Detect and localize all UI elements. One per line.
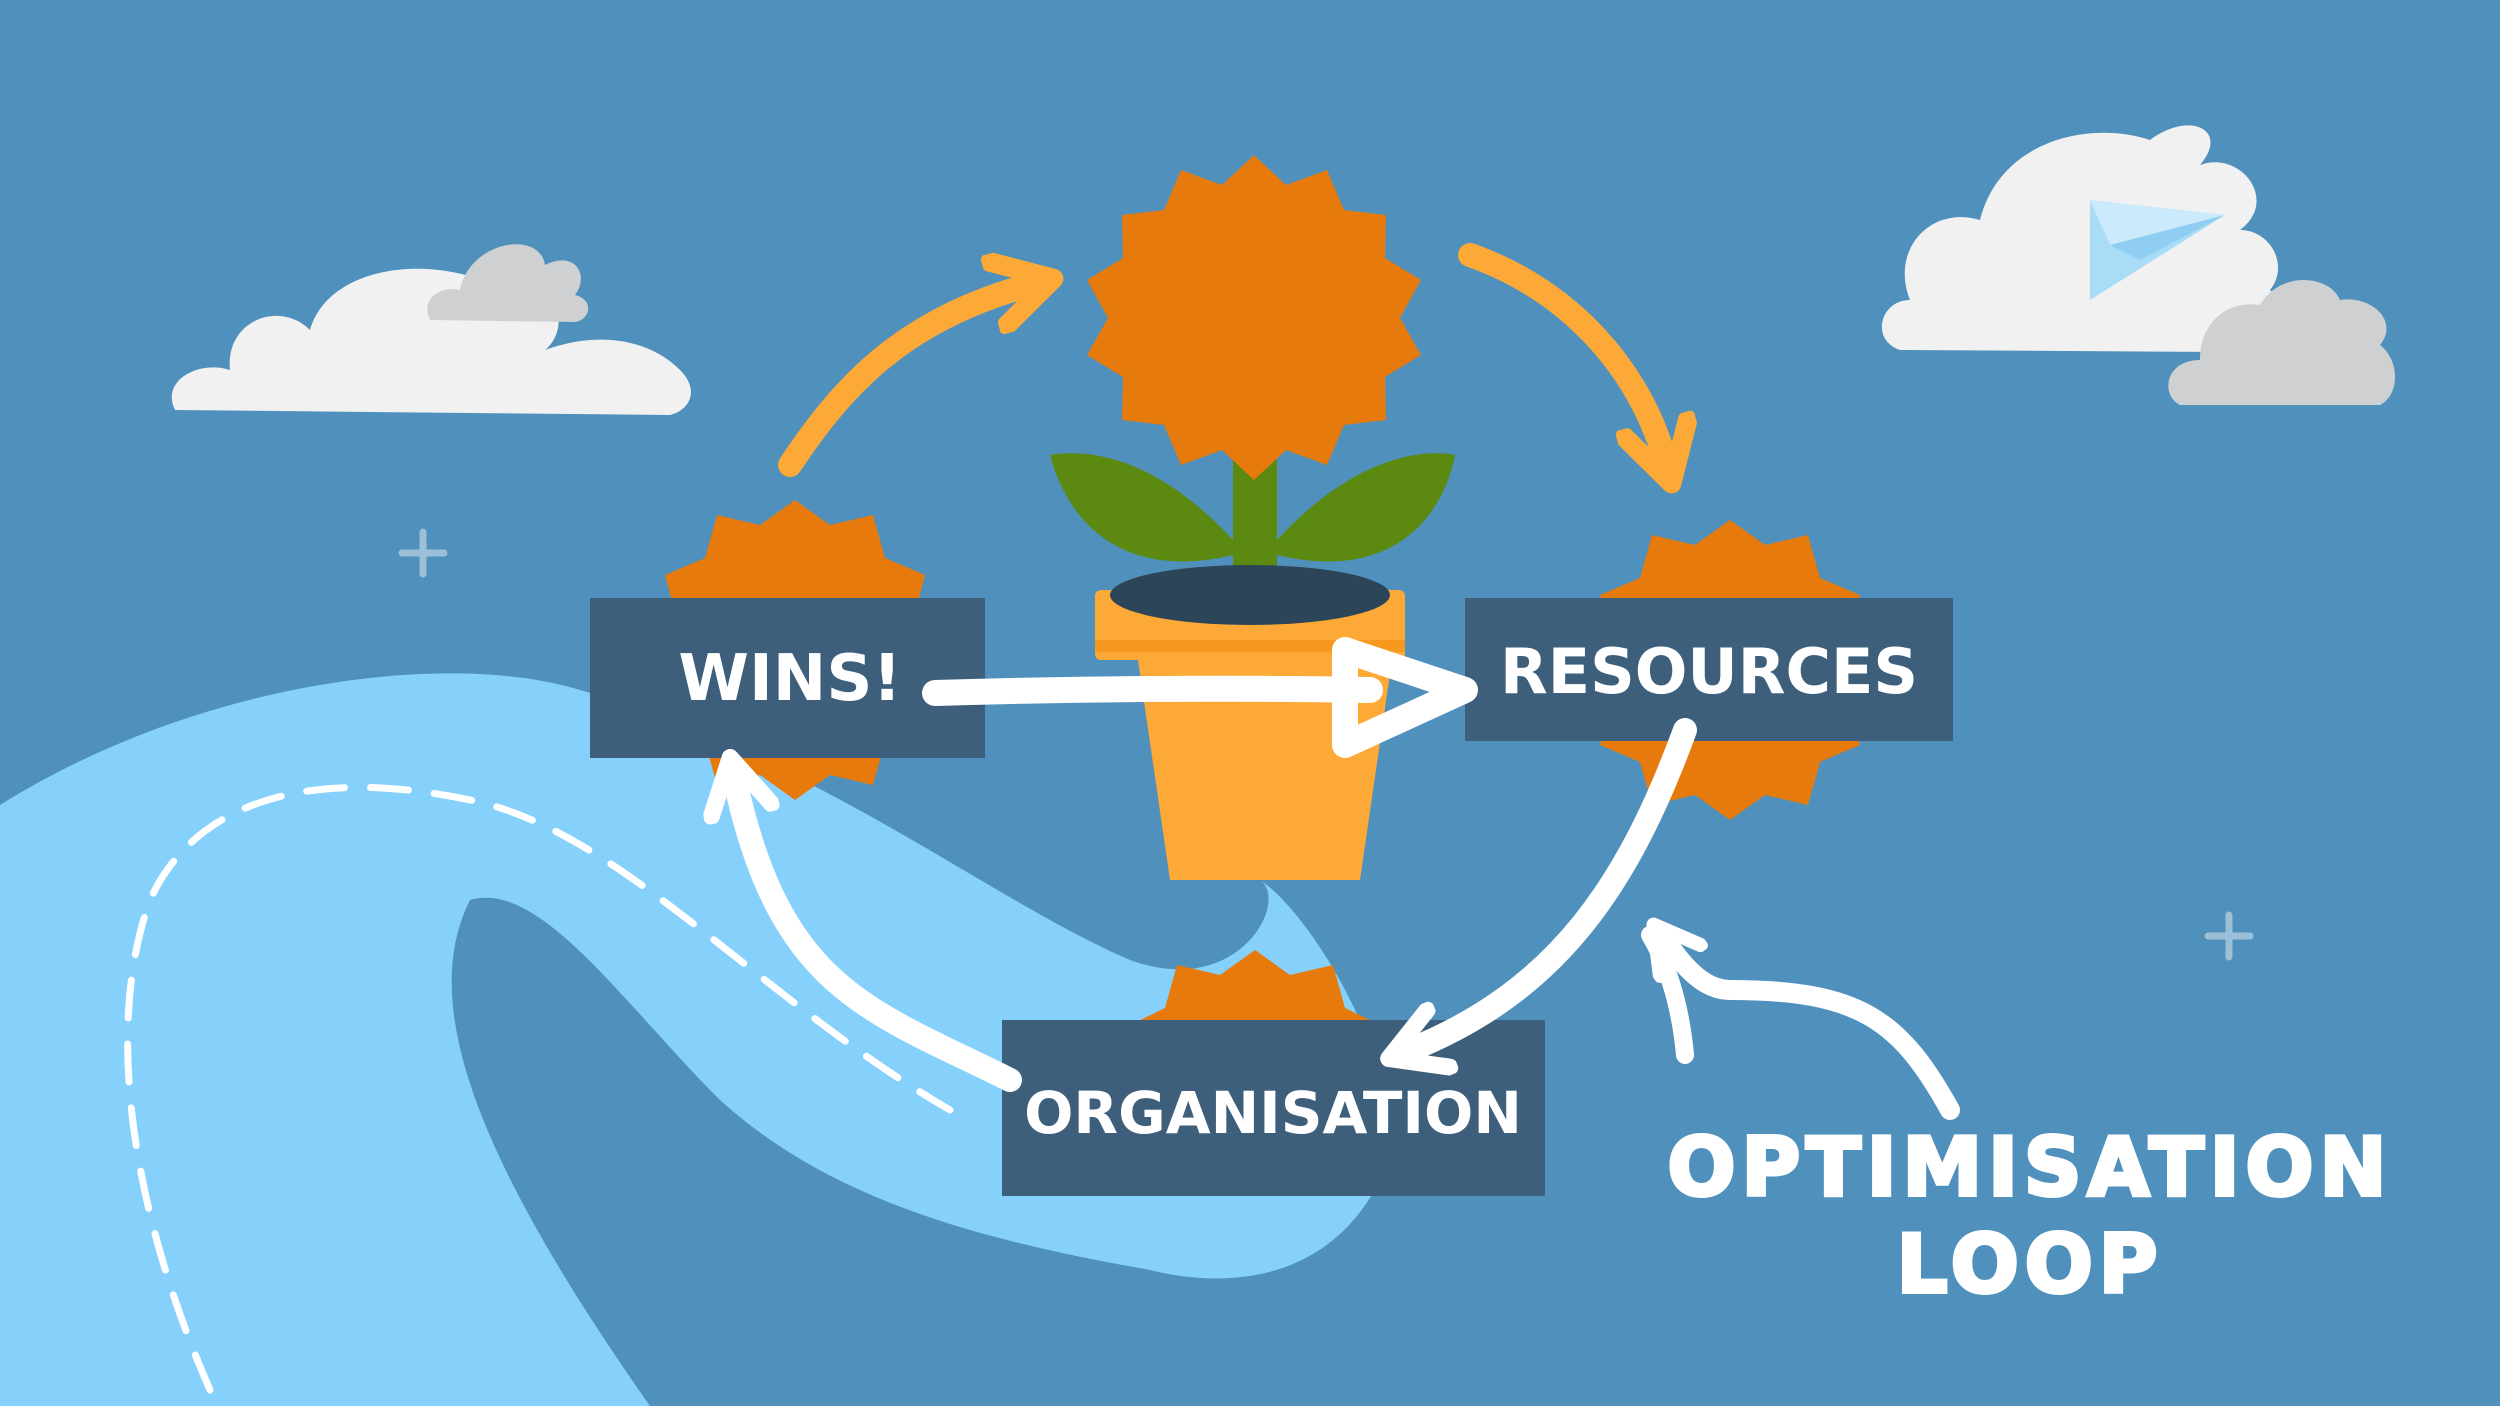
sparkle-icon xyxy=(398,528,448,578)
arrow-organisation-to-wins xyxy=(735,780,1022,1092)
wins-box xyxy=(590,598,985,758)
wave-shape xyxy=(0,673,1390,1406)
cloud-icon xyxy=(171,268,691,415)
arrow-callout-pointer xyxy=(1665,940,1960,1120)
dashed-trail xyxy=(124,784,954,1394)
arrow-wins-to-resources-head xyxy=(1332,637,1478,758)
flower-pot-icon xyxy=(1050,155,1455,880)
cloud-icon xyxy=(2168,280,2395,405)
orange-cycle-arrow-left xyxy=(778,285,1030,477)
paper-plane-icon xyxy=(2090,200,2225,300)
arrow-wins-to-resources xyxy=(922,675,1383,706)
arrow-resources-to-organisation xyxy=(1410,718,1697,1050)
cloud-icon xyxy=(1881,125,2279,353)
flower-head xyxy=(1087,155,1421,480)
wins-label: WINS! xyxy=(678,642,901,716)
arrow-callout-pointer-stem xyxy=(1641,926,1694,1064)
resources-label: RESOURCES xyxy=(1500,635,1918,708)
resources-box xyxy=(1465,598,1953,741)
cloud-icon xyxy=(427,244,589,322)
orange-cycle-arrow-right xyxy=(1458,243,1665,460)
organisation-label: ORGANISATION xyxy=(1024,1079,1522,1147)
callout-line-2: LOOP xyxy=(1897,1218,2164,1311)
sparkle-icon xyxy=(2204,911,2254,961)
callout-line-1: OPTIMISATION xyxy=(1668,1121,2393,1214)
